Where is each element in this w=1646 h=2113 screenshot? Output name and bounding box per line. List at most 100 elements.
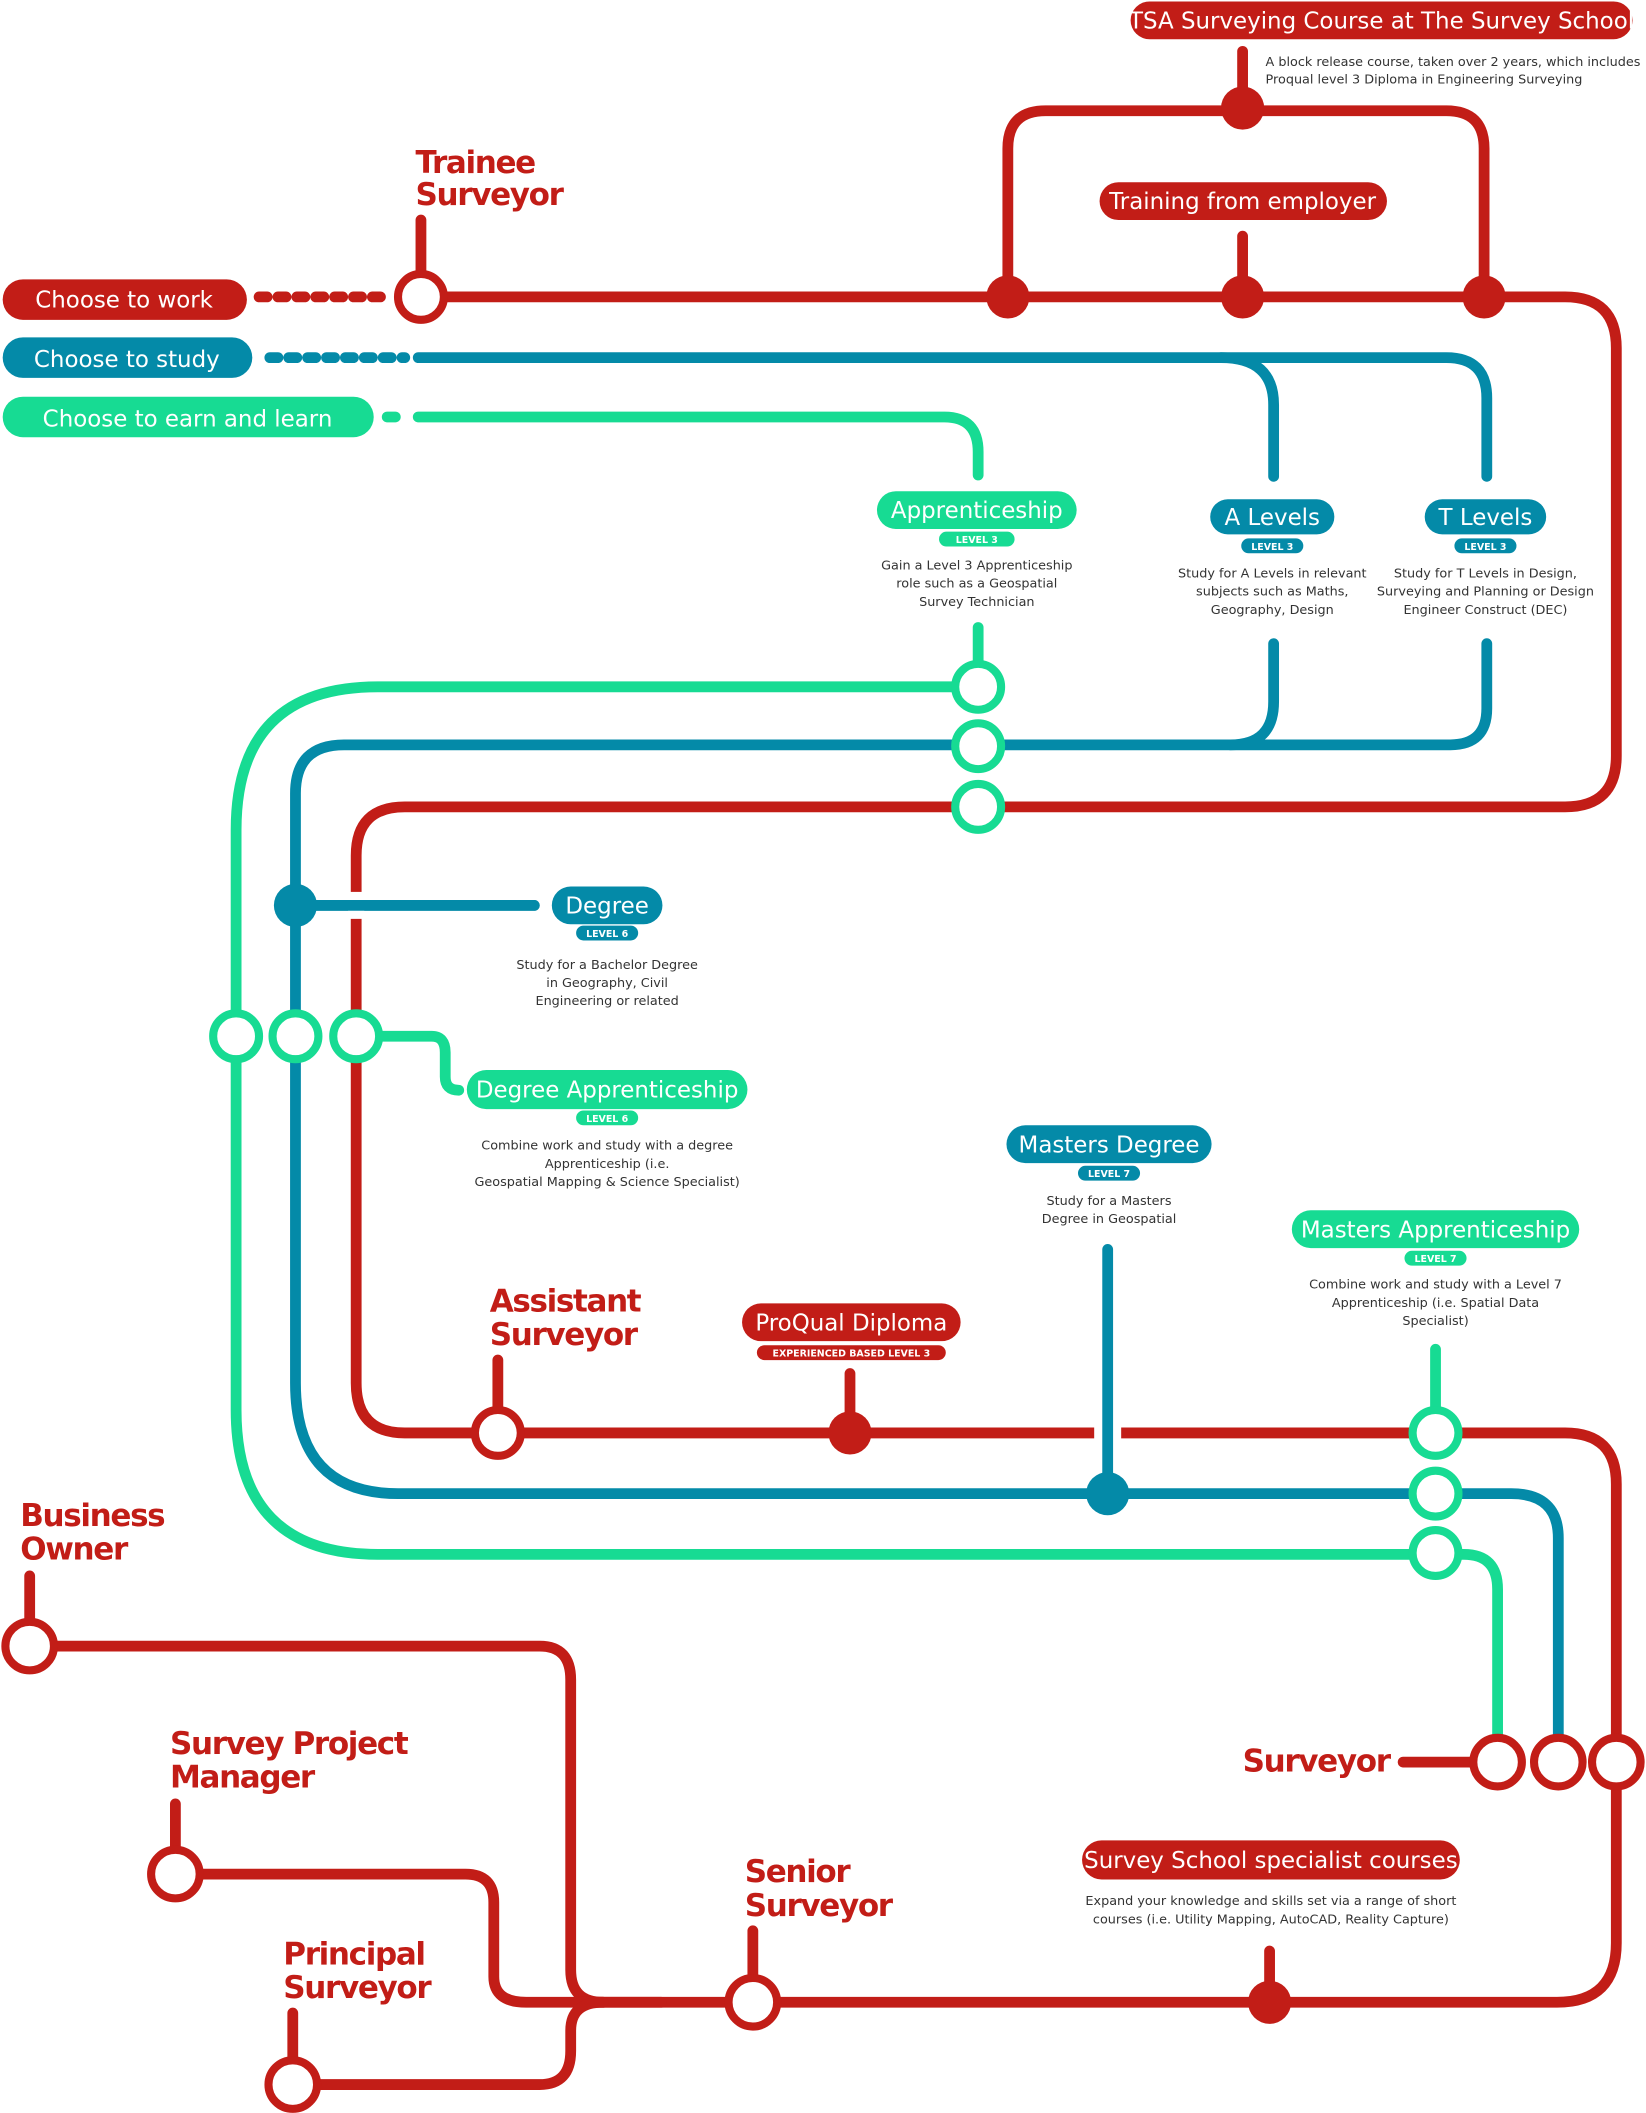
station-description: Geography, Design <box>1211 603 1334 618</box>
node[interactable] <box>209 1009 264 1064</box>
node-senior[interactable] <box>724 1973 782 2031</box>
station-node-masters[interactable] <box>1086 1472 1130 1516</box>
work-line <box>24 45 1622 2090</box>
role-senior-surveyor: Surveyor <box>745 1888 894 1924</box>
node-surveyor[interactable] <box>1587 1733 1645 1791</box>
level-badge-text: LEVEL 3 <box>956 535 998 546</box>
node-surveyor[interactable] <box>1529 1733 1587 1791</box>
pill-label: Choose to study <box>34 347 220 373</box>
station-description: Gain a Level 3 Apprenticeship <box>881 558 1072 573</box>
level-badge <box>576 925 639 941</box>
station-description: Combine work and study with a degree <box>481 1139 733 1154</box>
tsa-desc: Proqual level 3 Diploma in Engineering S… <box>1266 73 1583 88</box>
role-assistant-surveyor: Surveyor <box>490 1317 639 1353</box>
station-label: Apprenticeship <box>891 498 1063 524</box>
station-node-degree[interactable] <box>273 883 318 927</box>
node-business-owner[interactable] <box>1 1617 59 1675</box>
station-description: Survey Technician <box>919 595 1034 610</box>
level-badge <box>1454 538 1517 554</box>
node-trainee[interactable] <box>393 269 448 324</box>
node[interactable] <box>1408 1405 1463 1460</box>
role-trainee-surveyor: Trainee <box>416 145 536 181</box>
pill-label: Training from employer <box>1108 189 1376 215</box>
node[interactable] <box>329 1009 384 1064</box>
interchange-nodes <box>1 269 1645 2113</box>
station-description: Study for A Levels in relevant <box>1178 567 1367 582</box>
role-business-owner: Owner <box>20 1532 129 1568</box>
level-badge <box>756 1345 946 1361</box>
station-node-tsa[interactable] <box>1221 86 1265 130</box>
station-description: Engineering or related <box>535 994 678 1009</box>
level-badge-text: LEVEL 3 <box>1464 542 1506 553</box>
pill-label: TSA Surveying Course at The Survey Schoo… <box>1128 8 1634 34</box>
station-description: Study for a Masters <box>1047 1194 1172 1209</box>
station-label: Degree Apprenticeship <box>476 1078 738 1104</box>
station-description: Degree in Geospatial <box>1042 1212 1177 1227</box>
node[interactable] <box>951 659 1006 714</box>
station-label: A Levels <box>1225 505 1320 531</box>
node[interactable] <box>951 779 1006 834</box>
node[interactable] <box>268 1009 323 1064</box>
station-label: Survey School specialist courses <box>1084 1848 1458 1874</box>
level-badge <box>576 1110 639 1126</box>
station-node[interactable] <box>986 275 1030 319</box>
level-badge <box>1077 1165 1141 1181</box>
station-node-specialist[interactable] <box>1247 1980 1292 2024</box>
station-description: courses (i.e. Utility Mapping, AutoCAD, … <box>1093 1912 1449 1927</box>
station-description: Specialist) <box>1402 1314 1468 1329</box>
station-description: Combine work and study with a Level 7 <box>1309 1278 1562 1293</box>
level-badge <box>1241 538 1304 554</box>
role-trainee-surveyor: Surveyor <box>416 177 565 213</box>
station-description: subjects such as Maths, <box>1196 585 1348 600</box>
station-node-training[interactable] <box>1221 275 1265 319</box>
role-senior-surveyor: Senior <box>745 1854 852 1890</box>
station-description: Expand your knowledge and skills set via… <box>1085 1894 1456 1909</box>
role-principal-surveyor: Principal <box>283 1936 424 1972</box>
station-description: Study for a Bachelor Degree <box>516 958 698 973</box>
node[interactable] <box>951 719 1006 774</box>
level-badge-text: LEVEL 6 <box>586 929 629 940</box>
station-node-proqual[interactable] <box>828 1411 872 1455</box>
station-description: Apprenticeship (i.e. Spatial Data <box>1332 1296 1539 1311</box>
role-survey-project-manager: Survey Project <box>170 1726 409 1762</box>
choose-to-earn-and-learn-pill[interactable]: Choose to earn and learn <box>2 396 374 438</box>
station-label: Masters Apprenticeship <box>1301 1217 1570 1243</box>
choose-to-work-pill[interactable]: Choose to work <box>2 279 247 320</box>
choose-to-study-pill[interactable]: Choose to study <box>2 337 253 378</box>
station-label: ProQual Diploma <box>755 1310 947 1336</box>
station-description: Geospatial Mapping & Science Specialist) <box>474 1175 739 1190</box>
station-label: Degree <box>565 893 648 919</box>
node[interactable] <box>1408 1526 1463 1580</box>
node[interactable] <box>1408 1466 1463 1521</box>
role-surveyor: Surveyor <box>1243 1744 1392 1780</box>
station-description: Surveying and Planning or Design <box>1377 585 1594 600</box>
level-badge-text: EXPERIENCED BASED LEVEL 3 <box>773 1349 931 1360</box>
station-description: in Geography, Civil <box>546 976 668 991</box>
station-description: Engineer Construct (DEC) <box>1403 603 1567 618</box>
node-surveyor[interactable] <box>1469 1733 1526 1791</box>
station-node[interactable] <box>1462 275 1506 319</box>
pill-label: Choose to work <box>35 288 213 314</box>
tsa-course-pill[interactable]: TSA Surveying Course at The Survey Schoo… <box>1128 1 1634 40</box>
station-description: Study for T Levels in Design, <box>1394 567 1577 582</box>
level-badge-text: LEVEL 7 <box>1088 1169 1130 1180</box>
node-principal[interactable] <box>264 2056 322 2113</box>
tsa-desc: A block release course, taken over 2 yea… <box>1266 55 1641 70</box>
level-badge-text: LEVEL 7 <box>1414 1254 1456 1265</box>
station-description: Apprenticeship (i.e. <box>545 1157 670 1172</box>
training-from-employer-pill[interactable]: Training from employer <box>1099 182 1387 221</box>
station-description: role such as a Geospatial <box>896 577 1057 592</box>
node-assistant[interactable] <box>470 1405 525 1460</box>
node-project-manager[interactable] <box>147 1845 204 1903</box>
role-survey-project-manager: Manager <box>170 1760 316 1796</box>
